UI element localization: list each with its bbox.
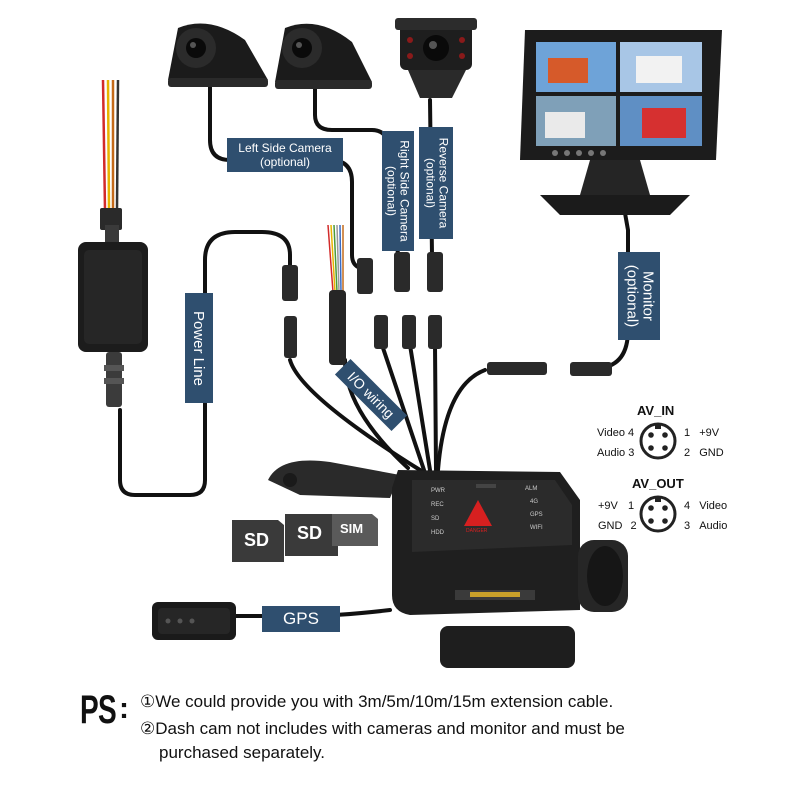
av-out-pin-4-name: Video — [699, 500, 728, 512]
av-in-pin-diagram — [639, 422, 677, 460]
sd-card-2-label: SD — [297, 523, 323, 543]
av-out-pin-3-name: Audio — [699, 520, 728, 532]
av-out-pin-2-num: 2 — [630, 520, 637, 532]
gps-module — [152, 602, 236, 640]
storage-cards — [232, 514, 378, 562]
right-side-camera — [275, 23, 372, 89]
monitor-to-device-cable — [436, 368, 487, 472]
indicator-4g: 4G — [530, 499, 539, 505]
io-wire-bundle — [327, 224, 346, 365]
indicator-gps: GPS — [530, 512, 543, 518]
indicator-wifi: WIFI — [530, 525, 543, 531]
sd-card-2 — [285, 514, 338, 556]
sd-card-1-label: SD — [244, 530, 270, 550]
ps-mark: PS — [80, 688, 117, 732]
reverse-camera-label-line1: Reverse Camera — [436, 137, 451, 229]
dash-cam-device — [268, 460, 628, 668]
sim-card — [332, 514, 378, 546]
indicator-hdd: HDD — [431, 530, 444, 536]
monitor-label-line1: Monitor — [639, 270, 657, 322]
monitor — [520, 30, 722, 215]
reverse-camera-label: Reverse Camera (optional) — [419, 127, 453, 239]
power-line-label: Power Line — [185, 293, 213, 403]
av-in-pin-1: 1 +9V — [684, 427, 719, 439]
av-out-pin-1: +9V 1 — [598, 500, 634, 512]
warning-text: DANGER — [466, 528, 488, 534]
power-line-label-text: Power Line — [190, 310, 208, 386]
av-out-pin-1-num: 1 — [627, 500, 635, 512]
monitor-label: Monitor (optional) — [618, 252, 660, 340]
camera-in-cable-2 — [408, 343, 432, 472]
av-out-pin-2: GND 2 — [598, 520, 637, 532]
camera-in-cable-3 — [433, 343, 438, 472]
ps-note-1: ①We could provide you with 3m/5m/10m/15m… — [140, 692, 614, 711]
power-box — [78, 79, 148, 407]
gps-label-text: GPS — [283, 609, 319, 628]
left-side-camera — [168, 23, 268, 87]
av-in-pin-3-name: Audio — [597, 447, 626, 459]
left-camera-cable — [208, 83, 362, 270]
av-in-pin-3: Audio 3 — [597, 447, 634, 459]
right-side-camera-label-line1: Right Side Camera — [398, 140, 413, 242]
ps-note-3: purchased separately. — [159, 743, 326, 762]
ps-note-2: ②Dash cam not includes with cameras and … — [140, 719, 625, 738]
av-in-pin-2: 2 GND — [684, 447, 724, 459]
connectors — [282, 252, 612, 376]
av-in-pin-4-num: 4 — [628, 427, 635, 439]
av-out-pin-4: 4 Video — [684, 500, 727, 512]
av-out-pin-2-name: GND — [598, 520, 623, 532]
av-in-pin-4: Video 4 — [597, 427, 634, 439]
indicator-rec: REC — [431, 502, 444, 508]
sd-card-1 — [232, 520, 284, 562]
av-in-title: AV_IN — [637, 403, 675, 418]
reverse-camera — [395, 18, 477, 98]
av-in-pin-1-name: +9V — [699, 427, 720, 439]
indicator-pwr: PWR — [431, 488, 445, 494]
monitor-label-line2: (optional) — [623, 264, 641, 328]
av-in-pin-1-num: 1 — [684, 427, 691, 439]
av-in-pin-4-name: Video — [597, 427, 625, 439]
av-out-pin-4-num: 4 — [684, 500, 691, 512]
av-in-pin-2-name: GND — [699, 447, 724, 459]
left-side-camera-label-line1: Left Side Camera — [238, 141, 332, 155]
sim-card-label: SIM — [340, 521, 364, 536]
indicator-sd: SD — [431, 516, 440, 522]
reverse-camera-label-line2: (optional) — [423, 157, 438, 209]
av-out-pin-3: 3 Audio — [684, 520, 727, 532]
gps-label: GPS — [262, 606, 340, 632]
left-side-camera-label-line2: (optional) — [259, 155, 311, 169]
indicator-alm: ALM — [525, 486, 538, 492]
camera-in-cable-1 — [380, 343, 426, 472]
av-out-title: AV_OUT — [632, 476, 684, 491]
right-side-camera-label: Right Side Camera (optional) — [382, 131, 414, 251]
av-out-pin-1-name: +9V — [598, 500, 618, 512]
av-out-pin-3-num: 3 — [684, 520, 691, 532]
left-side-camera-label: Left Side Camera (optional) — [227, 138, 343, 172]
ps-colon: : — [119, 692, 129, 725]
av-in-pin-3-num: 3 — [628, 447, 635, 459]
av-out-pin-diagram — [639, 495, 677, 533]
right-side-camera-label-line2: (optional) — [385, 165, 400, 217]
av-in-pin-2-num: 2 — [684, 447, 691, 459]
